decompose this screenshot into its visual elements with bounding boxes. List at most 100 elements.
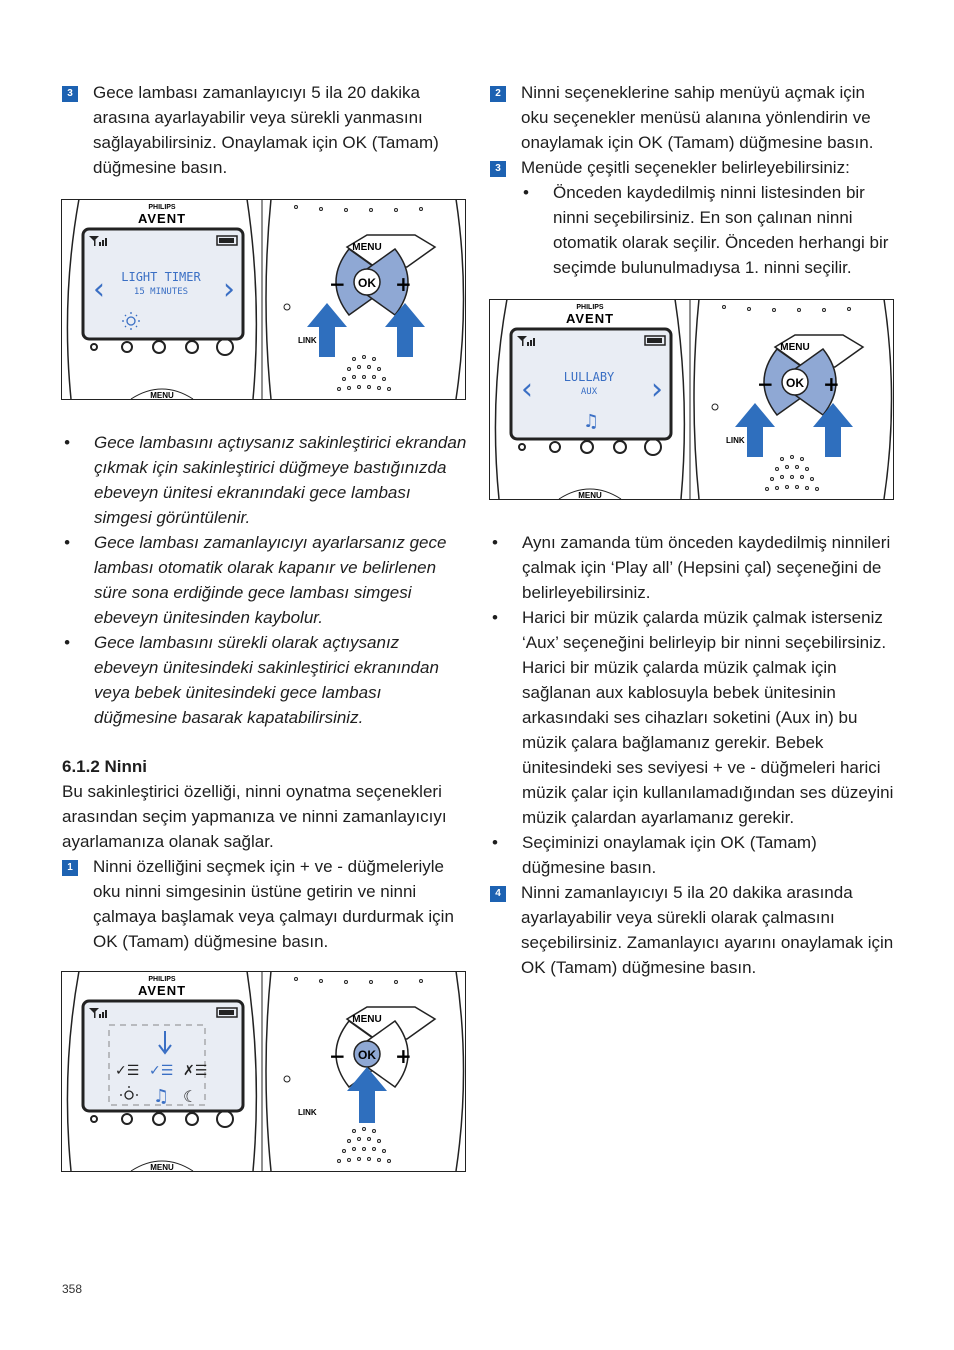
note-item: Gece lambası zamanlayıcıyı ayarlarsanız … (31, 530, 467, 630)
speaker-grill (337, 1127, 391, 1163)
speaker-grill (337, 355, 391, 391)
arrow-down-icon (158, 1031, 172, 1055)
step-number: 2 (490, 86, 506, 102)
lcd-line2: 15 MINUTES (134, 287, 188, 297)
figure-lullaby-aux: PHILIPS AVENT ‹ › LULLABY AUX ♫ MENU (489, 299, 894, 500)
music-note-icon: ♫ (583, 411, 599, 432)
left-column: 3 Gece lambası zamanlayıcıyı 5 ila 20 da… (62, 80, 467, 180)
step-2-options-menu: 2 Ninni seçeneklerine sahip menüyü açmak… (490, 80, 896, 155)
parent-unit-buttons (90, 338, 234, 356)
minus-icon: − (329, 1044, 346, 1068)
right-column: 2 Ninni seçeneklerine sahip menüyü açmak… (490, 80, 896, 280)
step-number: 3 (62, 86, 78, 102)
led-icon (283, 1075, 291, 1083)
menu-button[interactable]: MENU (352, 1014, 381, 1025)
menu-label: MENU (150, 1163, 174, 1172)
signal-icon (89, 236, 107, 246)
plus-button[interactable] (794, 347, 837, 417)
parent-unit-buttons (518, 438, 662, 456)
note-list: Gece lambasını açtıysanız sakinleştirici… (31, 430, 467, 730)
chevron-right-icon: › (651, 372, 663, 407)
step-number: 3 (490, 161, 506, 177)
option-item: Harici bir müzik çalarda müzik çalmak is… (459, 605, 896, 830)
battery-icon (216, 235, 238, 246)
moon-icon: ☾ (183, 1087, 197, 1106)
step-text: Menüde çeşitli seçenekler belirleyebilir… (521, 158, 850, 177)
step-text: Gece lambası zamanlayıcıyı 5 ila 20 daki… (93, 83, 439, 177)
arrow-up-icon (347, 1067, 387, 1123)
step-1-lullaby: 1 Ninni özelliğini seçmek için + ve - dü… (62, 854, 467, 954)
svg-text:✗☰: ✗☰ (183, 1063, 207, 1079)
option-item: Aynı zamanda tüm önceden kaydedilmiş nin… (459, 530, 896, 605)
option-item: Seçiminizi onaylamak için OK (Tamam) düğ… (459, 830, 896, 880)
options-frame (108, 1024, 206, 1106)
figure-light-timer: PHILIPS AVENT ‹ › LIGHT TIMER 15 MINUTES (61, 199, 466, 400)
step-text: Ninni özelliğini seçmek için + ve - düğm… (93, 857, 454, 951)
step-3-nightlight: 3 Gece lambası zamanlayıcıyı 5 ila 20 da… (62, 80, 467, 180)
svg-text:✓☰: ✓☰ (149, 1063, 173, 1079)
note-item: Gece lambasını açtıysanız sakinleştirici… (31, 430, 467, 530)
arrow-up-icon (735, 403, 853, 457)
section-ninni: 6.1.2 Ninni Bu sakinleştirici özelliği, … (62, 754, 467, 954)
minus-icon: − (757, 372, 774, 396)
brand-logo: AVENT (138, 211, 186, 226)
ok-label: OK (786, 376, 804, 390)
battery-icon (644, 335, 666, 346)
step-number: 4 (490, 886, 506, 902)
option-list: Önceden kaydedilmiş ninni listesinden bi… (521, 180, 896, 280)
plus-icon: + (395, 1044, 412, 1068)
step-3-options: 3 Menüde çeşitli seçenekler belirleyebil… (490, 155, 896, 280)
minus-icon: − (329, 272, 346, 296)
parent-unit-buttons (90, 1110, 234, 1128)
lightbulb-icon (120, 1086, 138, 1100)
lcd-line1: LULLABY (564, 370, 615, 384)
lcd-screen (81, 227, 245, 341)
lcd-screen (81, 999, 245, 1113)
arrow-up-icon (307, 303, 425, 357)
link-label: LINK (726, 436, 745, 445)
option-item: Önceden kaydedilmiş ninni listesinden bi… (521, 180, 896, 280)
plus-icon: + (395, 272, 412, 296)
plus-icon: + (823, 372, 840, 396)
section-intro: Bu sakinleştirici özelliği, ninni oynatm… (62, 782, 447, 851)
plus-button[interactable] (366, 247, 409, 317)
menu-button[interactable]: MENU (780, 342, 809, 353)
unit-dots-top (294, 977, 423, 984)
brand-top: PHILIPS (148, 204, 176, 211)
lcd-screen (509, 327, 673, 441)
brand-top: PHILIPS (576, 304, 604, 311)
battery-icon (216, 1007, 238, 1018)
plus-button[interactable] (366, 1019, 409, 1089)
note-item: Gece lambasını sürekli olarak açtıysanız… (31, 630, 467, 730)
check-list-icon: ✓☰ ✓☰ ✗☰ (115, 1063, 207, 1079)
signal-icon (517, 336, 535, 346)
signal-icon (89, 1008, 107, 1018)
speaker-grill (765, 455, 819, 491)
music-note-icon: ♫ (153, 1086, 169, 1107)
step-4-lullaby-timer: 4 Ninni zamanlayıcıyı 5 ila 20 dakika ar… (490, 880, 896, 980)
control-pad: MENU − + OK (329, 234, 437, 317)
menu-button[interactable]: MENU (352, 242, 381, 253)
figure-lullaby-select: PHILIPS AVENT ✓☰ ✓☰ ✗☰ ♫ ☾ (61, 971, 466, 1172)
svg-text:✓☰: ✓☰ (115, 1063, 139, 1079)
step-number: 1 (62, 860, 78, 876)
page-number: 358 (62, 1282, 83, 1296)
left-notes: Gece lambasını açtıysanız sakinleştirici… (62, 430, 467, 730)
control-pad: MENU − + OK (757, 334, 865, 417)
link-label: LINK (298, 336, 317, 345)
chevron-left-icon: ‹ (521, 372, 533, 407)
brand-logo: AVENT (566, 311, 614, 326)
ok-button[interactable] (353, 268, 381, 296)
right-more: Aynı zamanda tüm önceden kaydedilmiş nin… (490, 530, 896, 980)
led-icon (283, 303, 291, 311)
chevron-right-icon: › (223, 272, 235, 307)
ok-label: OK (358, 1048, 376, 1062)
link-label: LINK (298, 1108, 317, 1117)
ok-button[interactable] (781, 368, 809, 396)
menu-label: MENU (150, 391, 174, 400)
unit-dots-top (722, 305, 851, 312)
lightbulb-icon (122, 312, 140, 330)
lcd-line2: AUX (581, 387, 598, 397)
brand-logo: AVENT (138, 983, 186, 998)
menu-label: MENU (578, 491, 602, 500)
